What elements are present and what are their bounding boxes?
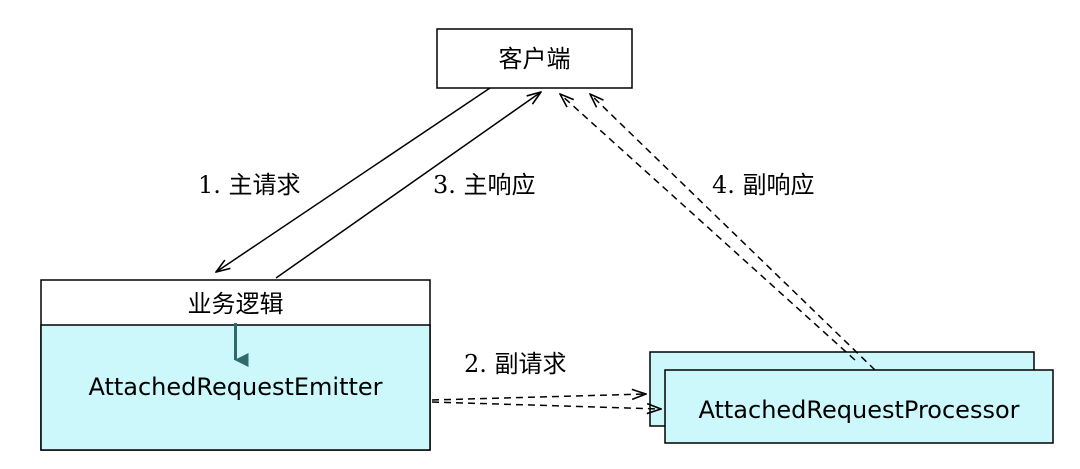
attached-request-label: 2. 副请求 (464, 350, 567, 378)
client-node: 客户端 (436, 28, 633, 89)
attached-response-edge: 4. 副响应 (560, 94, 876, 371)
business-logic-header: 业务逻辑 (188, 290, 284, 318)
client-label: 客户端 (499, 45, 571, 73)
processor-node: AttachedRequestProcessor (649, 351, 1054, 444)
main-response-label: 3. 主响应 (433, 171, 536, 199)
main-response-edge: 3. 主响应 (275, 92, 541, 279)
attached-request-edge: 2. 副请求 (431, 350, 661, 409)
main-request-edge: 1. 主请求 (198, 87, 491, 272)
processor-label: AttachedRequestProcessor (698, 396, 1019, 424)
main-request-label: 1. 主请求 (198, 171, 301, 199)
business-logic-node: 业务逻辑 AttachedRequestEmitter (40, 279, 431, 451)
attached-response-label: 4. 副响应 (712, 171, 815, 199)
processor-front-card (664, 369, 1054, 444)
emitter-label: AttachedRequestEmitter (88, 373, 382, 401)
